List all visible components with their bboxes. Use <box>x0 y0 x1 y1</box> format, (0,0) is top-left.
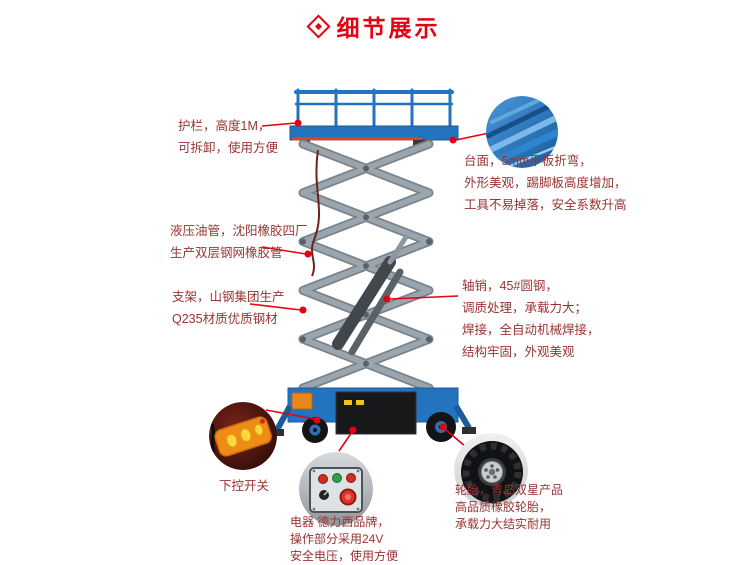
leader-dots <box>294 119 457 434</box>
wheel-front <box>302 417 328 443</box>
scissor-mechanism <box>298 139 434 393</box>
page-title: 细节展示 <box>336 15 441 41</box>
remote-control-photo <box>209 402 277 470</box>
callout-axle-pin: 轴销，45#圆钢， 调质处理，承载力大； 焊接，全自动机械焊接， 结构牢固，外观… <box>462 279 600 359</box>
leader-lines <box>249 122 490 452</box>
tire-photo <box>454 433 528 507</box>
callout-tire: 轮胎，青岛双星产品 高品质橡胶轮胎， 承载力大结实耐用 <box>455 483 564 531</box>
lift-chassis <box>287 387 459 435</box>
control-panel-photo <box>299 452 373 526</box>
callout-platform: 台面，5mm平板折弯， 外形美观，踢脚板高度增加， 工具不易掉落，安全系数升高 <box>464 154 627 212</box>
lift-guardrail <box>294 88 454 130</box>
callout-hydraulic-hose: 液压油管，沈阳橡胶四厂 生产双层钢网橡胶管 <box>170 224 308 260</box>
page-header: 细节展示 <box>0 10 750 42</box>
outrigger-left <box>270 404 293 436</box>
callout-frame: 支架，山钢集团生产 Q235材质优质钢材 <box>172 290 285 326</box>
hydraulic-cylinder <box>332 234 409 356</box>
callout-guardrail: 护栏，高度1M， 可拆卸，使用方便 <box>178 119 279 155</box>
diamond-icon <box>305 13 331 39</box>
callout-remote-switch: 下控开关 <box>218 479 269 493</box>
callout-electric: 电器 德力西品牌， 操作部分采用24V 安全电压，使用方便 <box>290 515 399 563</box>
hydraulic-hose <box>311 149 321 277</box>
outrigger-right <box>453 404 476 434</box>
